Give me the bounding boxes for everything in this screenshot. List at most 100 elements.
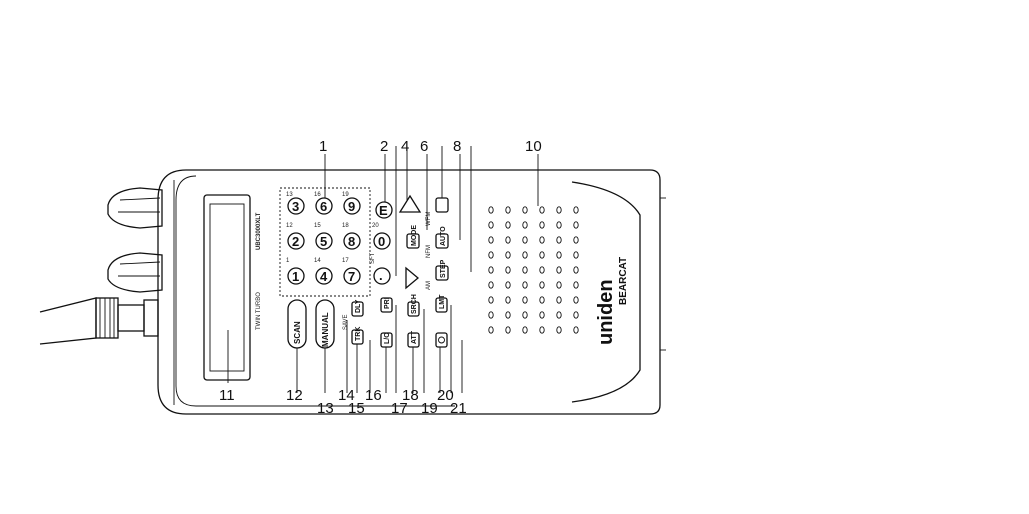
speaker-grille <box>489 207 578 333</box>
manual-button[interactable]: MANUAL <box>316 300 334 348</box>
antenna-connector <box>40 298 158 344</box>
callout-11: 11 <box>219 387 235 404</box>
svg-text:L/O: L/O <box>384 332 391 344</box>
svg-text:TRK: TRK <box>355 327 362 341</box>
grille-hole <box>506 207 510 213</box>
key-8[interactable]: 8 18 <box>342 223 360 249</box>
pri-key[interactable]: PRI <box>381 297 392 312</box>
svg-text:2: 2 <box>292 234 299 249</box>
svg-text:13: 13 <box>286 192 293 198</box>
shift-text: SFT <box>370 252 376 264</box>
grille-hole <box>557 312 561 318</box>
svg-text:4: 4 <box>320 269 328 284</box>
key-5[interactable]: 5 15 <box>314 223 332 249</box>
grille-hole <box>540 312 544 318</box>
grille-hole <box>506 222 510 228</box>
grille-hole <box>523 327 527 333</box>
key-0[interactable]: 0 20 <box>372 223 390 249</box>
grille-hole <box>506 252 510 258</box>
sub-brand-text: BEARCAT <box>618 257 629 305</box>
svg-text:AUTO: AUTO <box>440 226 447 246</box>
svg-text:E: E <box>379 203 388 218</box>
key-4[interactable]: 4 14 <box>314 258 332 284</box>
grille-hole <box>506 267 510 273</box>
grille-hole <box>574 252 578 258</box>
lcd-display <box>204 195 250 380</box>
svg-text:STEP: STEP <box>440 259 447 278</box>
key-decimal[interactable]: . <box>374 268 390 284</box>
lo-key[interactable]: L/O <box>381 332 392 347</box>
arrow-up-icon[interactable] <box>400 196 420 212</box>
auto-key[interactable]: AUTO <box>436 226 448 248</box>
callout-15: 15 <box>348 400 365 417</box>
svg-text:5: 5 <box>320 234 327 249</box>
light-key[interactable] <box>436 333 447 347</box>
grille-hole <box>506 327 510 333</box>
srch-key[interactable]: SRCH <box>408 294 419 316</box>
grille-hole <box>523 297 527 303</box>
callout-1: 1 <box>319 138 327 155</box>
svg-text:8: 8 <box>348 234 355 249</box>
grille-hole <box>523 222 527 228</box>
key-enter[interactable]: E <box>376 202 392 218</box>
keypad-digits: 1 1 2 12 3 13 4 14 5 15 6 16 <box>286 192 390 284</box>
grille-hole <box>540 282 544 288</box>
callout-6: 6 <box>420 138 428 155</box>
dly-key[interactable]: DLY <box>352 299 363 316</box>
nfm-text: NFM <box>426 245 432 258</box>
grille-hole <box>574 237 578 243</box>
scan-button[interactable]: SCAN <box>288 300 306 348</box>
grille-hole <box>540 252 544 258</box>
lcd-window <box>210 204 244 371</box>
grille-hole <box>489 327 493 333</box>
brand-text: uniden <box>595 279 617 345</box>
grille-hole <box>540 237 544 243</box>
grille-hole <box>540 327 544 333</box>
brand-panel: uniden BEARCAT <box>572 182 640 402</box>
trk-key[interactable]: TRK <box>352 327 363 344</box>
grille-hole <box>506 237 510 243</box>
key-1[interactable]: 1 1 <box>286 258 304 284</box>
grille-hole <box>557 267 561 273</box>
series-text: TWIN TURBO <box>256 292 262 330</box>
svg-text:12: 12 <box>286 223 293 229</box>
key-6[interactable]: 6 16 <box>314 192 332 214</box>
step-key[interactable]: STEP <box>436 259 448 280</box>
svg-text:7: 7 <box>348 269 355 284</box>
key-7[interactable]: 7 17 <box>342 258 360 284</box>
key-3[interactable]: 3 13 <box>286 192 304 214</box>
grille-hole <box>523 207 527 213</box>
att-key[interactable]: ATT <box>408 330 419 347</box>
callout-13: 13 <box>317 400 334 417</box>
svg-text:20: 20 <box>372 223 379 229</box>
callout-21: 21 <box>450 400 467 417</box>
key-2[interactable]: 2 12 <box>286 223 304 249</box>
svg-text:PRI: PRI <box>384 297 391 309</box>
model-text: UBC3000XLT <box>256 212 262 250</box>
key-9[interactable]: 9 19 <box>342 192 360 214</box>
grille-hole <box>523 267 527 273</box>
wfm-mode-key[interactable] <box>436 198 448 212</box>
grille-hole <box>489 207 493 213</box>
lmt-key[interactable]: LMT <box>436 294 447 312</box>
grille-hole <box>489 252 493 258</box>
svg-text:9: 9 <box>348 199 355 214</box>
svg-text:LMT: LMT <box>439 294 446 309</box>
svg-text:16: 16 <box>314 192 321 198</box>
arrow-down-icon[interactable] <box>406 268 418 288</box>
svg-text:SCAN: SCAN <box>293 321 302 344</box>
grille-hole <box>574 282 578 288</box>
grille-hole <box>574 267 578 273</box>
svg-text:MODE: MODE <box>411 225 418 246</box>
grille-hole <box>506 297 510 303</box>
mode-key[interactable]: MODE <box>407 225 419 248</box>
squelch-knob[interactable] <box>108 253 162 292</box>
volume-knob[interactable] <box>108 188 162 228</box>
grille-hole <box>557 282 561 288</box>
grille-hole <box>574 327 578 333</box>
grille-hole <box>557 222 561 228</box>
svg-text:3: 3 <box>292 199 299 214</box>
scanner-body <box>158 170 666 414</box>
svg-text:DLY: DLY <box>355 299 362 313</box>
